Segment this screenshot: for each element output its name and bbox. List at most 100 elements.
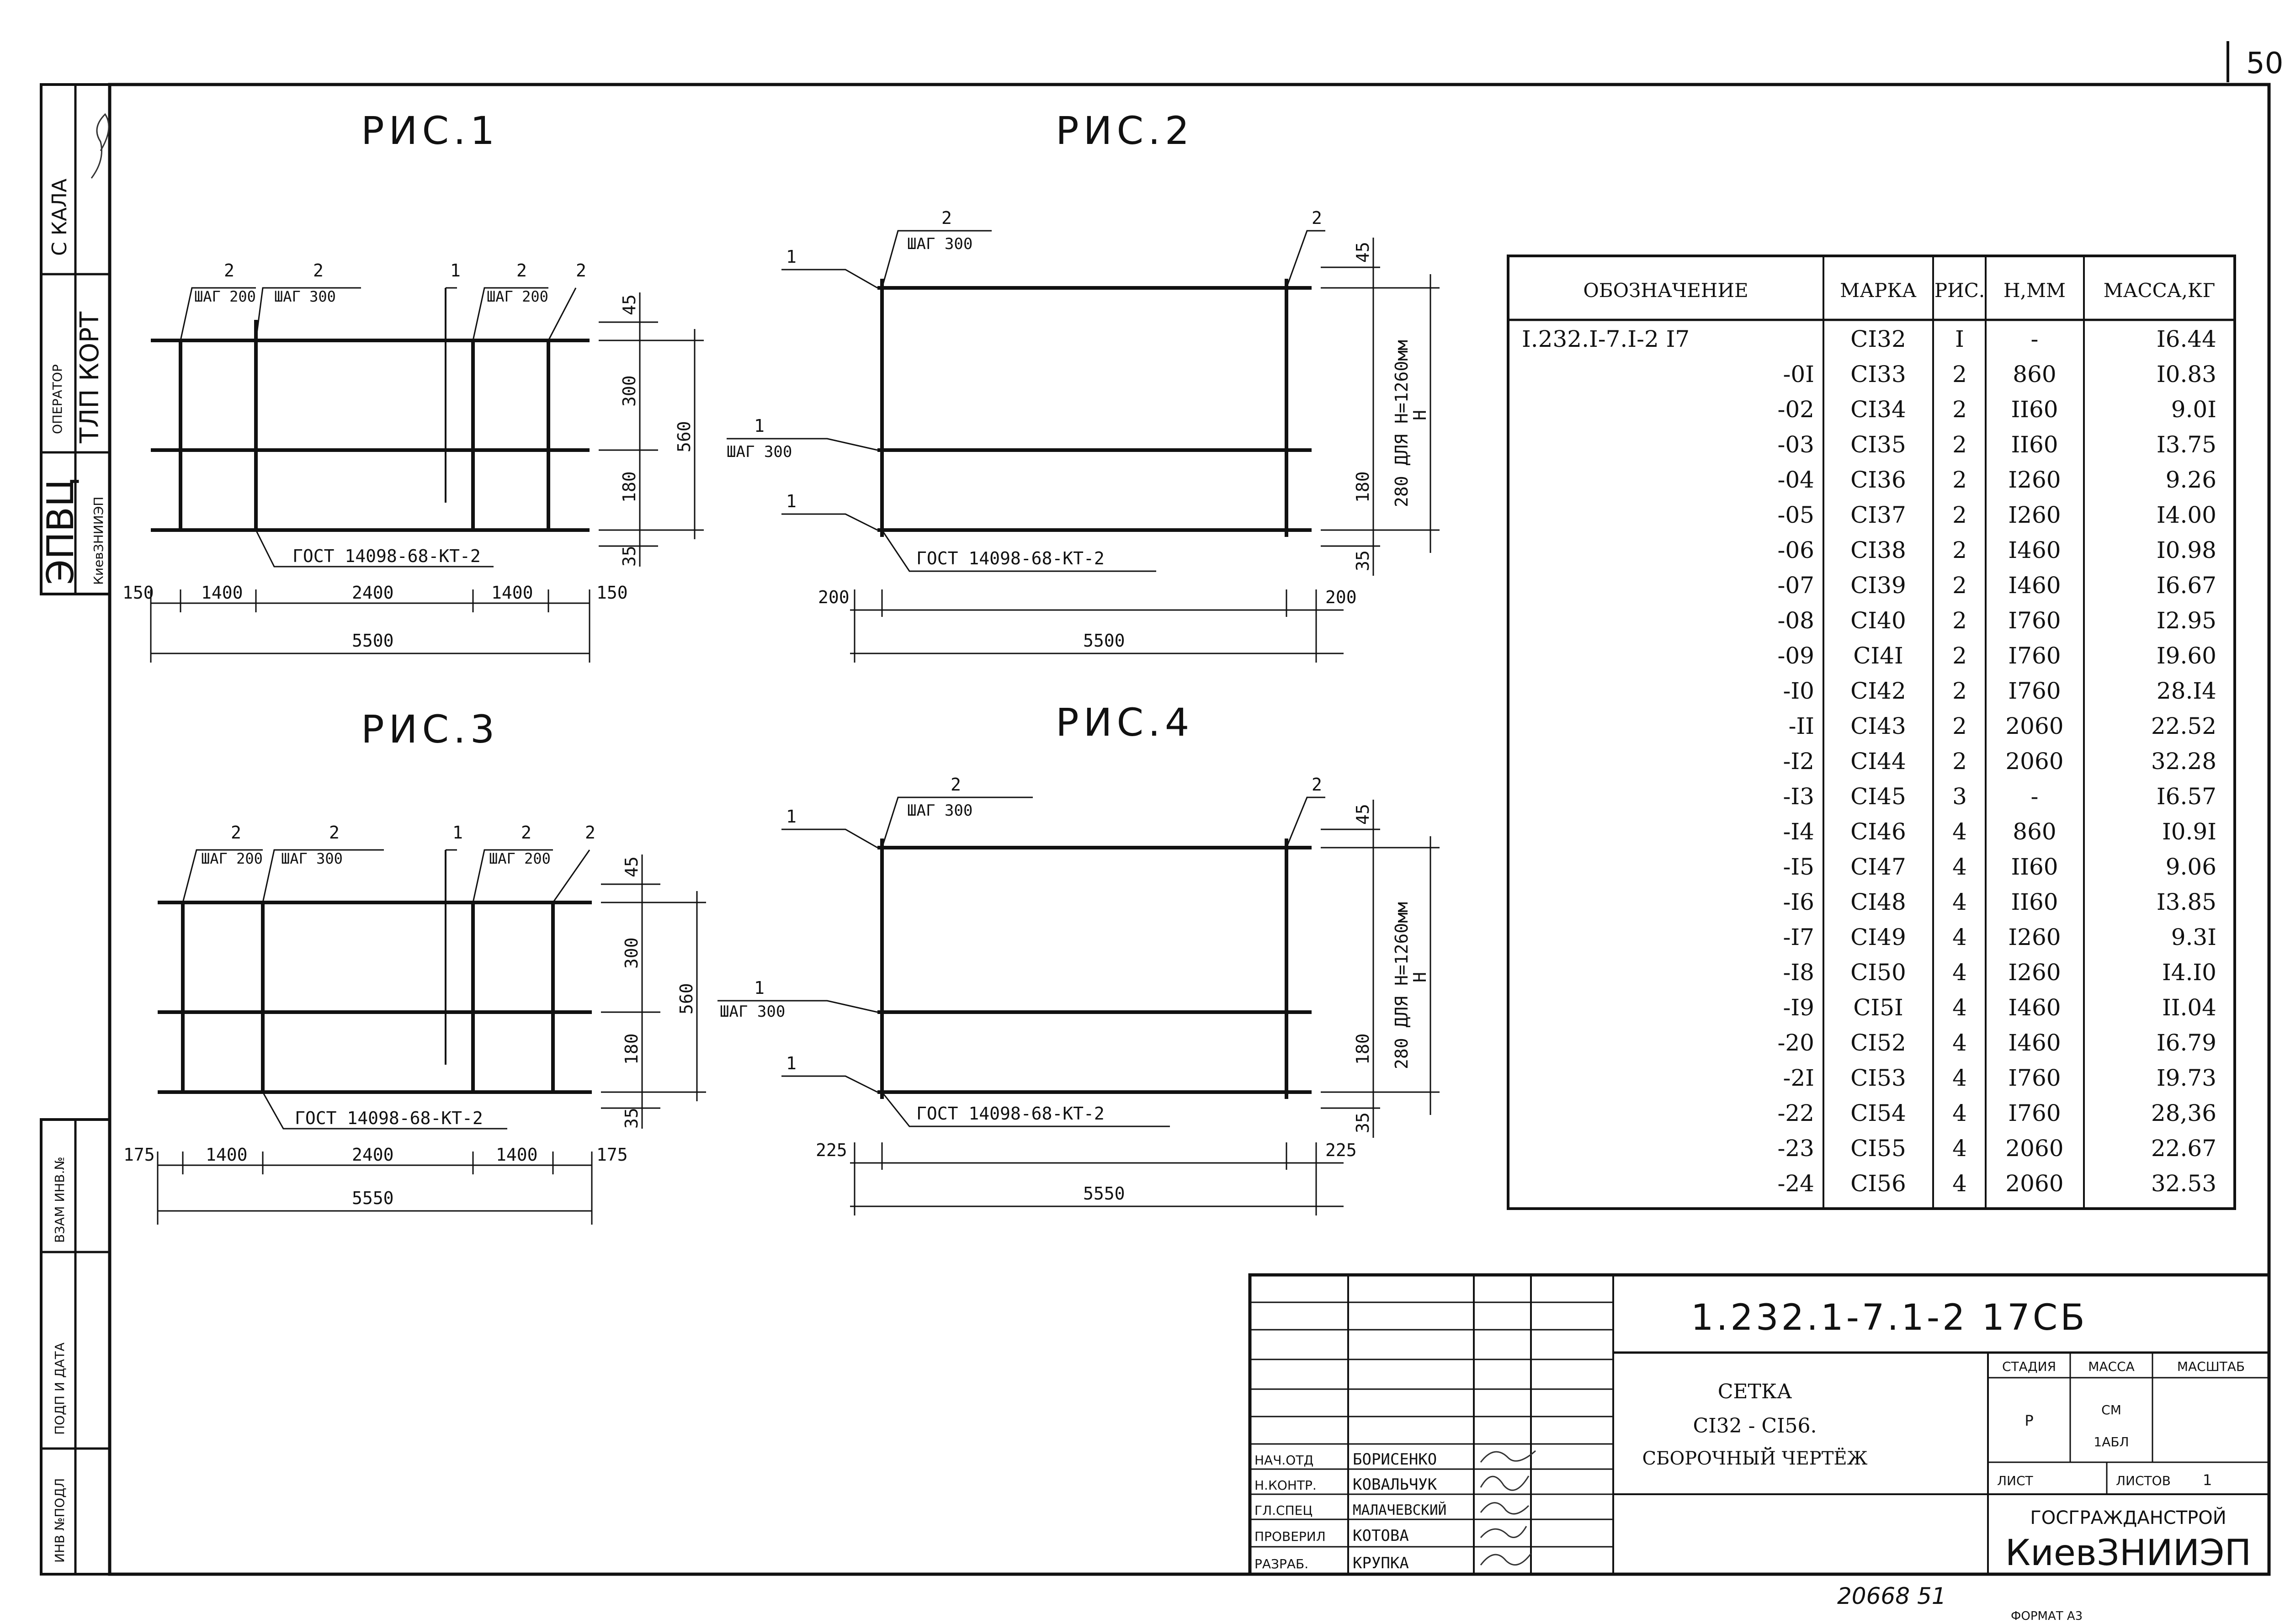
fig3-label-b: 2 <box>329 823 340 843</box>
spec-cell: 4 <box>1952 959 1967 986</box>
spec-cell: I9.73 <box>2157 1065 2216 1091</box>
fig3-dim-5: 175 <box>596 1145 628 1165</box>
spec-cell: I260 <box>2008 467 2061 493</box>
spec-cell: 4 <box>1952 818 1967 845</box>
fig1-dim-2: 1400 <box>201 583 243 603</box>
signer-role-5: РАЗРАБ. <box>1254 1556 1308 1571</box>
spec-cell: I4.I0 <box>2162 959 2216 986</box>
fig2-gost: ГОСТ 14098-68-КТ-2 <box>916 548 1105 568</box>
org-name-2: КиевЗНИИЭП <box>2005 1533 2252 1574</box>
fig2-side-3: 35 <box>1353 550 1373 571</box>
fig3-dim-1: 175 <box>123 1145 155 1165</box>
spec-cell: 2 <box>1952 431 1967 458</box>
fig1-side-2: 300 <box>619 375 639 407</box>
spec-cell: 2 <box>1952 502 1967 528</box>
fig1-step-a: ШАГ 200 <box>194 288 256 305</box>
fig3-side-1: 45 <box>622 856 642 877</box>
spec-cell: 2060 <box>2005 748 2063 775</box>
spec-cell: I260 <box>2008 924 2061 950</box>
signer-name-3: МАЛАЧЕВСКИЙ <box>1353 1502 1446 1518</box>
spec-cell: -I7 <box>1783 924 1814 950</box>
spec-cell: 9.06 <box>2166 854 2216 880</box>
spec-cell: CI45 <box>1850 783 1906 810</box>
archive-number: 20668 51 <box>1837 1583 1946 1609</box>
fig1-label-c: 1 <box>450 260 461 281</box>
spec-cell: -I8 <box>1783 959 1814 986</box>
org-small: КиевЗНИИЭП <box>91 497 106 585</box>
spec-cell: 4 <box>1952 1170 1967 1197</box>
spec-cell: 860 <box>2013 818 2056 845</box>
title-block: НАЧ.ОТД БОРИСЕНКО Н.КОНТР. КОВАЛЬЧУК ГЛ.… <box>1248 1273 2271 1576</box>
fig4-side-total: H <box>1410 972 1430 982</box>
spec-cell: 4 <box>1952 1135 1967 1162</box>
spec-cell: I0.83 <box>2157 361 2216 387</box>
signer-role-4: ПРОВЕРИЛ <box>1254 1529 1326 1544</box>
spec-cell: I260 <box>2008 959 2061 986</box>
sheets-label: ЛИСТОВ <box>2116 1473 2171 1488</box>
spec-cell: I760 <box>2008 642 2061 669</box>
spec-cell: 4 <box>1952 1030 1967 1056</box>
spec-cell: CI54 <box>1850 1100 1906 1126</box>
spec-cell: II60 <box>2011 431 2058 458</box>
spec-cell: -07 <box>1777 572 1814 599</box>
spec-header-designation: ОБОЗНАЧЕНИЕ <box>1583 279 1748 302</box>
figure-4-title: РИС.4 <box>1056 700 1194 745</box>
fig3-step-c: ШАГ 200 <box>489 850 551 867</box>
spec-cell: CI42 <box>1850 678 1906 704</box>
spec-cell: -I4 <box>1783 818 1814 845</box>
spec-cell: CI34 <box>1850 396 1906 423</box>
fig3-total: 5550 <box>352 1188 394 1208</box>
spec-cell: 32.53 <box>2151 1170 2216 1197</box>
spec-cell: -05 <box>1777 502 1814 528</box>
spec-cell: CI35 <box>1850 431 1906 458</box>
fig3-step-b: ШАГ 300 <box>281 850 343 867</box>
spec-cell: I3.85 <box>2157 889 2216 915</box>
spec-cell: I6.67 <box>2157 572 2216 599</box>
spec-cell: -08 <box>1777 607 1814 634</box>
spec-cell: I760 <box>2008 607 2061 634</box>
scale-label: С КАЛА <box>48 179 71 256</box>
inv-label: ВЗАМ ИНВ.№ <box>52 1157 67 1243</box>
spec-cell: 4 <box>1952 854 1967 880</box>
drawing-name-3: СБОРОЧНЫЙ ЧЕРТЁЖ <box>1642 1447 1867 1469</box>
fig3-step-a: ШАГ 200 <box>201 850 263 867</box>
spec-cell: 22.52 <box>2151 713 2216 739</box>
fig4-total: 5550 <box>1083 1184 1125 1204</box>
sheets-value: 1 <box>2203 1471 2212 1489</box>
spec-cell: CI36 <box>1850 467 1906 493</box>
spec-header-fig: РИС. <box>1934 279 1985 302</box>
fig4-step-a: ШАГ 300 <box>907 801 972 820</box>
fig1-dim-5: 150 <box>596 583 628 603</box>
spec-cell: 2 <box>1952 748 1967 775</box>
fig3-side-total: 560 <box>676 983 696 1014</box>
drawing-name-1: СЕТКА <box>1718 1380 1792 1403</box>
drawing-name-2: CI32 - CI56. <box>1693 1414 1817 1438</box>
signatures <box>1480 1450 1536 1566</box>
spec-cell: I460 <box>2008 572 2061 599</box>
operator-value: ТЛП КОРТ <box>75 311 105 444</box>
fig2-side-note: 280 ДЛЯ H=1260мм <box>1392 340 1412 507</box>
spec-cell: 860 <box>2013 361 2056 387</box>
spec-cell: CI46 <box>1850 818 1906 845</box>
fig1-side-4: 35 <box>619 546 639 567</box>
figure-4: РИС.4 2 2 1 1 1 ШАГ 300 ШАГ 300 ГОСТ 140… <box>717 700 1440 1215</box>
fig2-step-b: ШАГ 300 <box>727 443 792 461</box>
spec-cell: II60 <box>2011 854 2058 880</box>
spec-cell: I760 <box>2008 1100 2061 1126</box>
spec-cell: CI38 <box>1850 537 1906 563</box>
spec-header-mark: МАРКА <box>1840 279 1917 302</box>
fig1-step-b: ШАГ 300 <box>274 288 336 305</box>
fig2-step-a: ШАГ 300 <box>907 235 972 253</box>
figure-3: РИС.3 2 2 1 2 2 ШАГ 200 ШАГ 300 ШАГ 200 … <box>123 707 706 1225</box>
spec-cell: -0I <box>1783 361 1814 387</box>
spec-cell: 4 <box>1952 994 1967 1021</box>
spec-cell: I760 <box>2008 678 2061 704</box>
spec-cell: - <box>2031 326 2039 352</box>
spec-cell: -I6 <box>1783 889 1814 915</box>
spec-header-h: Н,ММ <box>2003 279 2066 302</box>
spec-cell: 2 <box>1952 537 1967 563</box>
spec-cell: CI55 <box>1850 1135 1906 1162</box>
spec-cell: 4 <box>1952 889 1967 915</box>
